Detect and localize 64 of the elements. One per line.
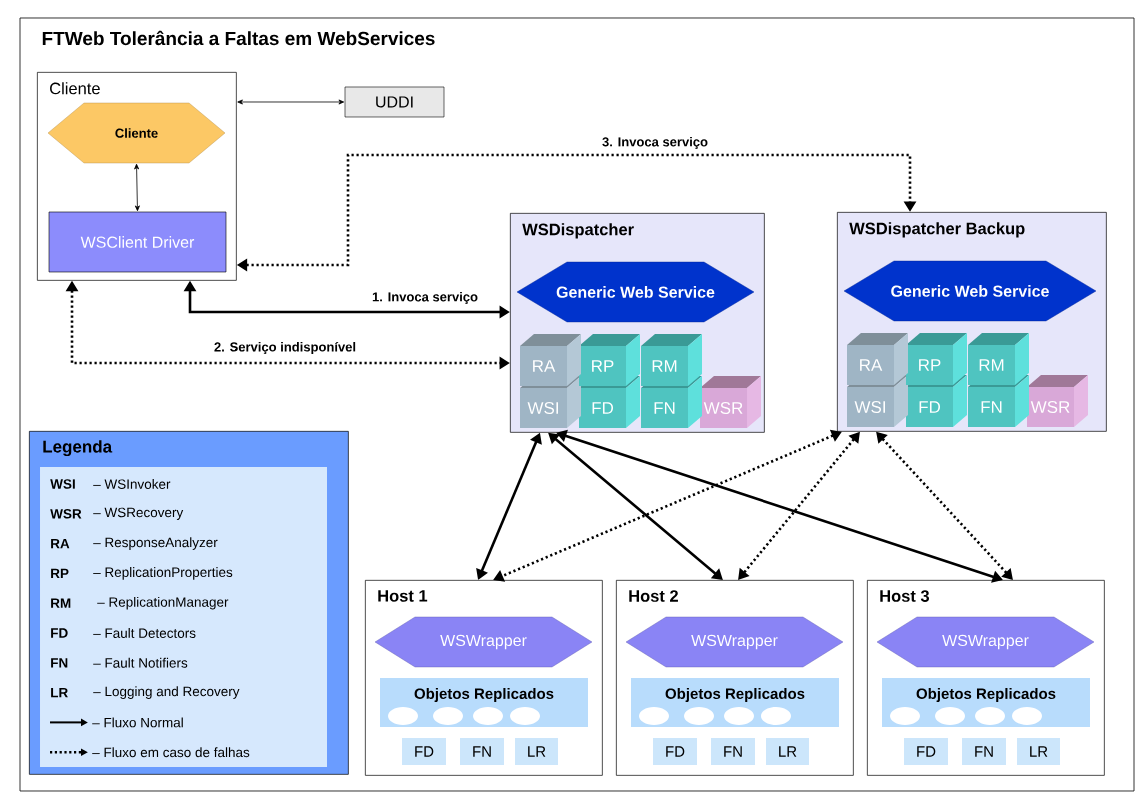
module-cube: RP — [906, 333, 967, 385]
wrapper-hexagon: WSWrapper — [374, 616, 593, 668]
abbreviation: RP — [51, 568, 69, 579]
service-hexagon: Generic Web Service — [516, 261, 755, 323]
module-box: FN — [460, 738, 504, 765]
node-label: RP — [919, 359, 941, 371]
replicated-objects-box: Objetos Replicados — [631, 678, 839, 727]
node-label: RM — [652, 360, 677, 372]
arrow — [134, 163, 140, 212]
module-box: FD — [653, 738, 697, 765]
legend-text: – Fluxo Normal — [92, 717, 183, 728]
module-box: FN — [711, 738, 755, 765]
abbreviation: RM — [51, 598, 71, 608]
node-label: WSI — [854, 400, 885, 414]
module-box: LR — [766, 738, 809, 765]
wrapper-hexagon: WSWrapper — [625, 616, 844, 668]
module-cube: RA — [520, 334, 581, 386]
node-label: RP — [592, 360, 614, 372]
module-box: FD — [904, 738, 948, 765]
abbreviation: FN — [51, 658, 68, 668]
module-cube: WSR — [1027, 375, 1088, 427]
edge-label: 2. Serviço indisponível — [212, 340, 358, 356]
module-cube: RP — [579, 334, 640, 386]
edge-label: 3. Invoca serviço — [601, 135, 709, 151]
module-box: FN — [962, 738, 1006, 765]
definition: – Fault Detectors — [93, 628, 196, 638]
edge-label: 1. Invoca serviço — [371, 290, 479, 306]
module-box: LR — [1017, 738, 1060, 765]
definition: – Logging and Recovery — [93, 686, 240, 699]
node-label: FN — [981, 401, 1002, 413]
definition: – WSRecovery — [93, 507, 184, 520]
abbreviation: WSR — [50, 509, 82, 519]
replicated-objects-box: Objetos Replicados — [380, 678, 588, 727]
node-label: FN — [654, 402, 675, 414]
node-label: FD — [592, 402, 614, 414]
module-box: FD — [402, 738, 446, 765]
abbreviation: RA — [51, 538, 70, 549]
arrow — [237, 99, 345, 105]
registry-box: UDDI — [344, 86, 445, 118]
definition: – ReplicationProperties — [93, 567, 233, 580]
node-label: RA — [860, 359, 883, 371]
node-label: FD — [919, 401, 941, 413]
module-cube: RM — [968, 333, 1029, 385]
module-box: LR — [515, 738, 558, 765]
node-label: WSI — [527, 401, 558, 415]
service-hexagon: Generic Web Service — [843, 260, 1097, 322]
definition: – ReplicationManager — [97, 596, 229, 610]
module-cube: RM — [641, 334, 702, 386]
definition: – Fault Notifiers — [93, 657, 188, 668]
driver-box: WSClient Driver — [48, 211, 227, 273]
module-cube: RA — [847, 333, 908, 385]
node-label: RM — [979, 359, 1004, 371]
module-cube: WSR — [700, 376, 761, 428]
node-label: RA — [533, 360, 556, 372]
definition: – WSInvoker — [93, 479, 171, 489]
replicated-objects-box: Objetos Replicados — [882, 678, 1090, 727]
definition: – ResponseAnalyzer — [93, 537, 218, 550]
legend-text: – Fluxo em caso de falhas — [92, 747, 250, 758]
client-hexagon: Cliente — [47, 102, 226, 164]
abbreviation: WSI — [50, 479, 75, 489]
abbreviation: FD — [51, 628, 68, 638]
wrapper-hexagon: WSWrapper — [876, 616, 1095, 668]
abbreviation: LR — [51, 687, 68, 698]
title: FTWeb Tolerância a Faltas em WebServices — [42, 30, 435, 46]
